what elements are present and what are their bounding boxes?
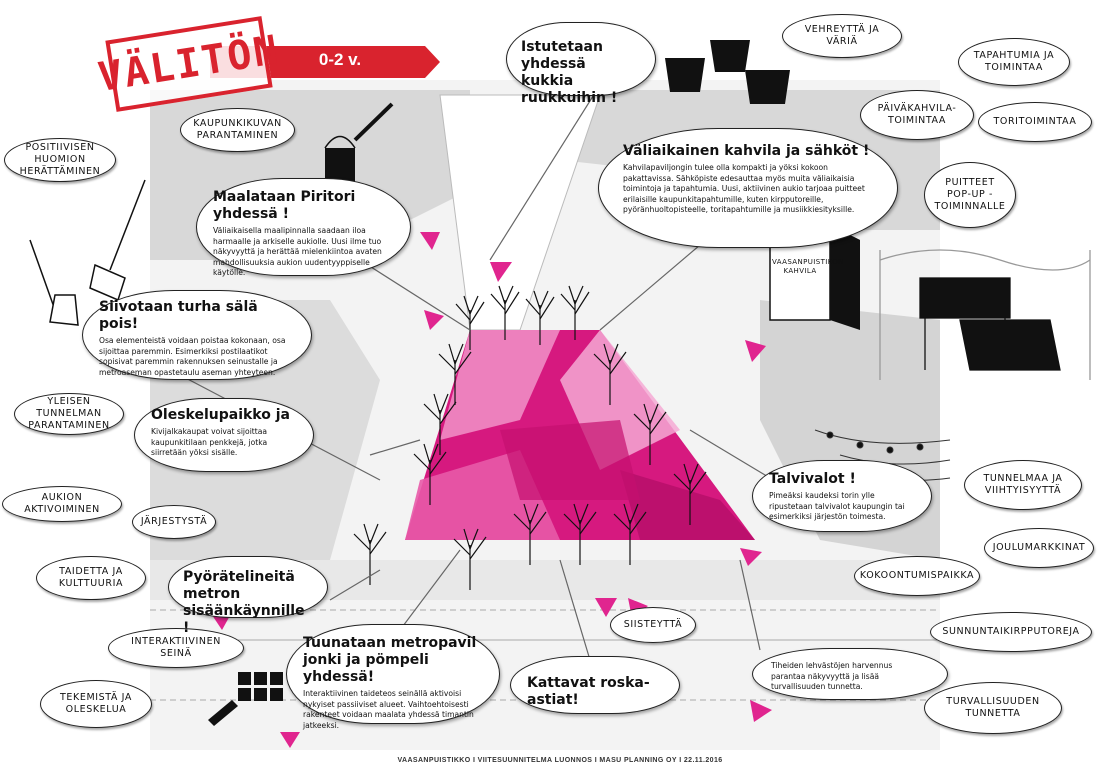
callout-title: Maalataan Piritori yhdessä ! — [213, 189, 356, 222]
idea-turvallisuuden: TURVALLISUUDEN TUNNETTA — [924, 682, 1062, 734]
idea-toritoimintaa: TORITOIMINTAA — [978, 102, 1092, 142]
idea-paivakahvila: PÄIVÄKAHVILA-TOIMINTAA — [860, 90, 974, 140]
callout-title: Istutetaan yhdessä kukkia ruukkuihin ! — [521, 39, 618, 106]
callout-title: Siivotaan turha sälä pois! — [99, 299, 258, 332]
idea-siisteytta: SIISTEYTTÄ — [610, 607, 696, 643]
planters-sketch — [665, 40, 790, 104]
idea-tekemista: TEKEMISTÄ JA OLESKELUA — [40, 680, 152, 728]
callout-body: Väliaikaisella maalipinnalla saadaan ilo… — [213, 226, 382, 277]
footer-caption: VAASANPUISTIKKO I VIITESUUNNITELMA LUONN… — [397, 757, 723, 764]
callout-talvivalot: Talvivalot ! Pimeäksi kaudeksi torin yll… — [752, 460, 932, 532]
callout-pyoratelineita: Pyörätelineitä metron sisäänkäynnille ! — [168, 556, 328, 636]
callout-title: Talvivalot ! — [769, 471, 856, 487]
callout-title: Pyörätelineitä metron sisäänkäynnille ! — [183, 569, 305, 636]
callout-body: Interaktiivinen taideteos seinällä aktiv… — [303, 689, 474, 730]
idea-jarjestysta: JÄRJESTYSTÄ — [132, 505, 216, 539]
kiosk-label: VAASANPUISTIKON KAHVILA — [772, 258, 844, 275]
callout-title: Väliaikainen kahvila ja sähköt ! — [623, 143, 870, 159]
popup-pavilion-sketch — [879, 249, 1091, 380]
timeframe-label: 0-2 v. — [318, 50, 362, 69]
callout-kahvila: Väliaikainen kahvila ja sähköt ! Kahvila… — [598, 128, 898, 248]
callout-body: Osa elementeistä voidaan poistaa kokonaa… — [99, 336, 286, 377]
callout-maalataan: Maalataan Piritori yhdessä ! Väliaikaise… — [196, 178, 411, 277]
callout-siivotaan: Siivotaan turha sälä pois! Osa elementei… — [82, 290, 312, 380]
callout-tiheiden: Tiheiden lehvästöjen harvennus parantaa … — [752, 648, 948, 700]
callout-oleskelu: Oleskelupaikko ja Kivijalkakaupat voivat… — [134, 398, 314, 472]
callout-body: Kahvilapaviljongin tulee olla kompakti j… — [623, 163, 865, 214]
idea-sunnuntai: SUNNUNTAIKIRPPUTOREJA — [930, 612, 1092, 652]
callout-body: Pimeäksi kaudeksi torin ylle ripustetaan… — [769, 491, 905, 521]
callout-tuunataan: Tuunataan metropavil jonki ja pömpeli yh… — [286, 624, 500, 730]
idea-vehreytta: VEHREYTTÄ JA VÄRIÄ — [782, 14, 902, 58]
idea-kaupunkikuvan: KAUPUNKIKUVAN PARANTAMINEN — [180, 108, 295, 152]
idea-kokoontumispaikka: KOKOONTUMISPAIKKA — [854, 556, 980, 596]
paint-bucket-sketch — [324, 102, 394, 183]
idea-taidetta: TAIDETTA JA KULTTUURIA — [36, 556, 146, 600]
idea-tapahtumia: TAPAHTUMIA JA TOIMINTAA — [958, 38, 1070, 86]
kiosk-side — [830, 225, 860, 330]
callout-title: Tuunataan metropavil jonki ja pömpeli yh… — [303, 635, 477, 685]
idea-yleisen: YLEISEN TUNNELMAN PARANTAMINEN — [14, 393, 124, 435]
idea-tunnelmaa: TUNNELMAA JA VIIHTYISYYTTÄ — [964, 460, 1082, 510]
idea-puitteet: PUITTEET POP-UP -TOIMINNALLE — [924, 162, 1016, 228]
callout-body: Tiheiden lehvästöjen harvennus parantaa … — [771, 661, 893, 691]
callout-roska: Kattavat roska-astiat! — [510, 656, 680, 714]
idea-positiivisen: POSITIIVISEN HUOMION HERÄTTÄMINEN — [4, 138, 116, 182]
idea-aukion: AUKION AKTIVOIMINEN — [2, 486, 122, 522]
callout-body: Kivijalkakaupat voivat sijoittaa kaupunk… — [151, 427, 268, 457]
callout-title: Oleskelupaikko ja — [151, 407, 290, 423]
idea-joulumarkkinat: JOULUMARKKINAT — [984, 528, 1094, 568]
callout-istutetaan: Istutetaan yhdessä kukkia ruukkuihin ! — [506, 22, 656, 106]
callout-title: Kattavat roska-astiat! — [527, 675, 650, 708]
interactive-tiles-sketch — [208, 672, 283, 726]
idea-interaktiivinen: INTERAKTIIVINEN SEINÄ — [108, 628, 244, 668]
trees — [353, 285, 707, 590]
